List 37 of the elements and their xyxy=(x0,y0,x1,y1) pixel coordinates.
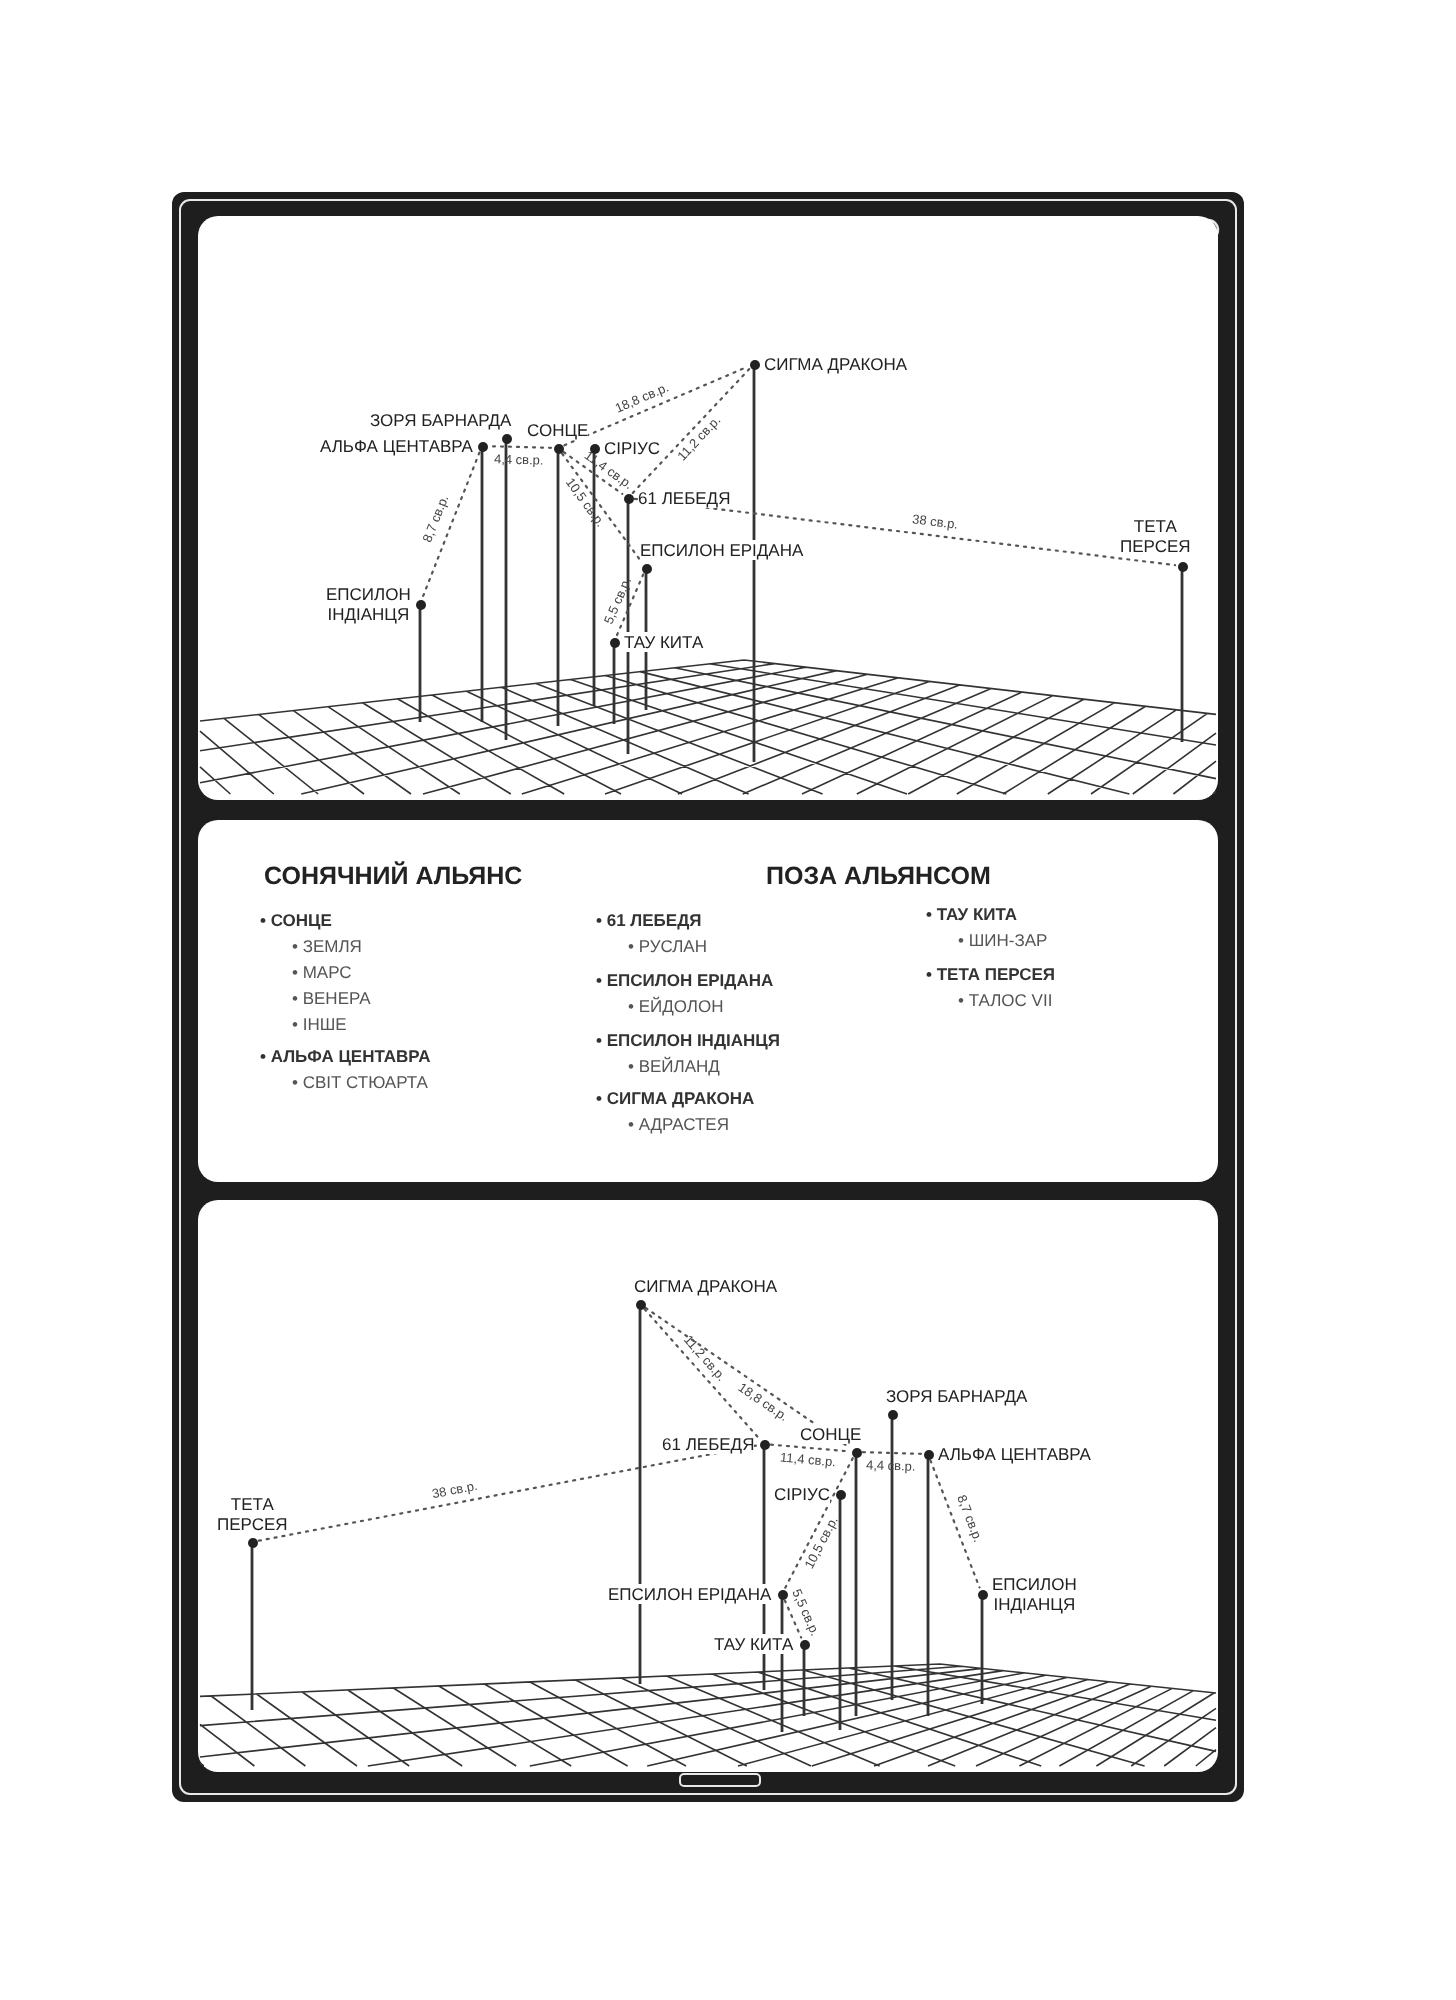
list-item: • СВІТ СТЮАРТА xyxy=(292,1072,428,1092)
list-heading: ПОЗА АЛЬЯНСОМ xyxy=(766,862,991,890)
dotted-connector xyxy=(633,497,1177,567)
list-item: • СОНЦЕ xyxy=(260,910,332,930)
dotted-connector xyxy=(561,452,643,564)
dotted-connector xyxy=(615,573,645,637)
dotted-connector xyxy=(783,1599,803,1639)
list-item: • ЗЕМЛЯ xyxy=(292,936,362,956)
list-item: • ТАУ КИТА xyxy=(926,904,1018,924)
dotted-connector xyxy=(861,1451,923,1455)
list-item: • СИГМА ДРАКОНА xyxy=(596,1088,755,1108)
list-item: • АДРАСТЕЯ xyxy=(628,1114,729,1134)
list-item: • ТАЛОС VII xyxy=(958,990,1053,1010)
list-item: • ВЕНЕРА xyxy=(292,988,371,1008)
dotted-connector xyxy=(562,450,624,496)
dotted-connector xyxy=(784,1457,854,1589)
list-item: • ЕЙДОЛОН xyxy=(628,996,724,1016)
list-item: • 61 ЛЕБЕДЯ xyxy=(596,910,702,930)
list-item: • ЕПСИЛОН ІНДІАНЦЯ xyxy=(596,1030,780,1050)
dotted-connector xyxy=(257,1444,759,1542)
list-item: • ЕПСИЛОН ЕРІДАНА xyxy=(596,970,774,990)
dotted-connector xyxy=(421,451,481,599)
list-item: • ІНШЕ xyxy=(292,1014,347,1034)
dotted-connector xyxy=(644,1306,852,1450)
dotted-connector xyxy=(769,1443,851,1453)
list-item: • ВЕЙЛАНД xyxy=(628,1056,720,1076)
dotted-connector xyxy=(563,365,749,447)
dotted-connector xyxy=(631,368,751,494)
list-item: • АЛЬФА ЦЕНТАВРА xyxy=(260,1046,431,1066)
list-heading: СОНЯЧНИЙ АЛЬЯНС xyxy=(264,862,523,890)
dotted-connector xyxy=(487,445,553,449)
dotted-connector xyxy=(929,1459,981,1589)
list-item: • МАРС xyxy=(292,962,352,982)
list-item: • ТЕТА ПЕРСЕЯ xyxy=(926,964,1056,984)
list-item: • РУСЛАН xyxy=(628,936,707,956)
list-item: • ШИН-ЗАР xyxy=(958,930,1048,950)
dotted-connector xyxy=(643,1308,761,1440)
